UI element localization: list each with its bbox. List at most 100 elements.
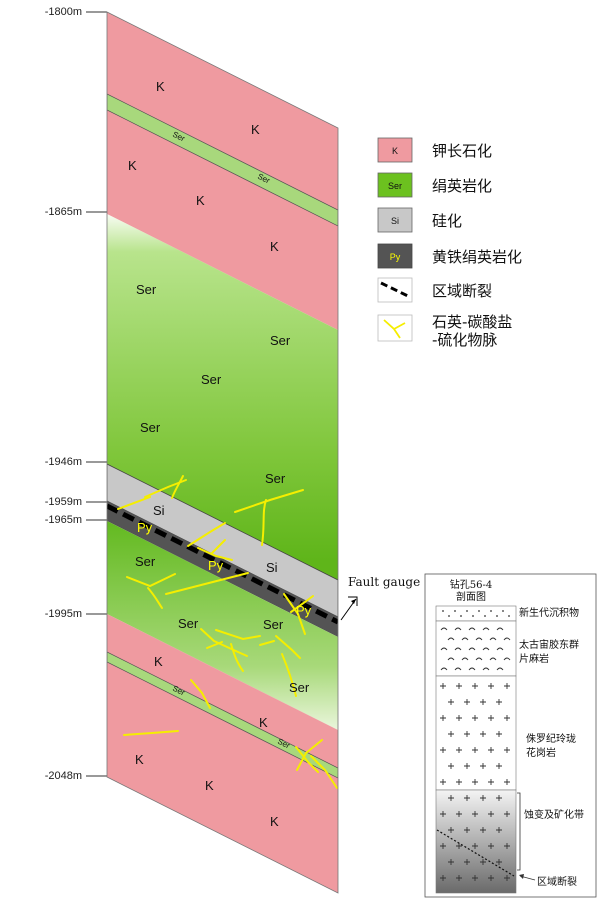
inset-label-fault: 区域断裂 [537,875,577,888]
granite-plus-mark [496,827,502,833]
veins [117,475,338,789]
si-zone [107,463,338,618]
granite-plus-mark [488,779,494,785]
legend-item-py: Py 黄铁绢英岩化 [377,243,522,269]
granite-plus-mark [440,779,446,785]
granite-plus-mark [488,811,494,817]
granite-plus-mark [464,827,470,833]
granite-plus-mark [448,795,454,801]
granite-plus-mark [488,747,494,753]
depth-label-1959: -1959m [45,496,82,508]
k-label: K [135,752,144,767]
granite-plus-mark [440,875,446,881]
granite-plus-mark [448,699,454,705]
granite-plus-mark [440,747,446,753]
k-label: K [154,654,163,669]
fault-symbol [380,281,411,299]
depth-scale: -1800m -1865m -1946m -1959m -1965m -1995… [45,6,107,782]
depth-label-1995: -1995m [45,608,82,620]
legend-label-vein-2: -硫化物脉 [432,331,497,349]
ser-label: Ser [140,420,161,435]
svg-text:K: K [392,146,398,156]
legend-swatch-k [377,137,413,163]
legend-swatch-ser [377,172,413,198]
fault-gauge-callout: Fault gauge [340,575,420,621]
zone-labels: K K K K K Ser Ser Ser Ser Ser Ser Ser Si… [128,79,312,829]
legend-label-py: 黄铁绢英岩化 [432,248,522,266]
granite-plus-mark [464,699,470,705]
legend-label-si: 硅化 [432,212,462,230]
granite-plus-mark [456,715,462,721]
k-label: K [259,715,268,730]
legend-item-vein: 石英-碳酸盐 -硫化物脉 [377,313,512,349]
svg-text:Py: Py [390,252,401,262]
granite-plus-mark [456,683,462,689]
granite-plus-mark [504,715,510,721]
depth-label-1865: -1865m [45,206,82,218]
inset-layer-granite [435,675,517,791]
inset-fault-line [436,829,515,877]
py-label: Py [296,603,312,618]
granite-plus-mark [504,875,510,881]
ser-label: Ser [201,372,222,387]
alteration-column [107,12,338,893]
granite-plus-mark [456,811,462,817]
granite-plus-mark [456,779,462,785]
svg-text:Si: Si [391,216,399,226]
granite-plus-mark [464,731,470,737]
inset-label-granite-1: 侏罗纪玲珑 [526,733,576,745]
py-label: Py [208,558,224,573]
granite-plus-mark [472,843,478,849]
ser-seam-upper [107,93,338,227]
granite-plus-mark [496,859,502,865]
si-label: Si [153,503,165,518]
granite-plus-mark [488,843,494,849]
svg-text:Ser: Ser [388,181,402,191]
py-label: Py [137,520,153,535]
ser-seam-lower [107,651,338,779]
legend: K 钾长石化 Ser 绢英岩化 Si 硅化 Py 黄铁绢英岩化 区域断裂 石英- [377,137,522,349]
granite-plus-mark [464,795,470,801]
granite-plus-mark [448,731,454,737]
si-label: Si [266,560,278,575]
granite-plus-mark [496,699,502,705]
granite-plus-mark [472,779,478,785]
granite-plus-mark [480,859,486,865]
granite-plus-mark [464,763,470,769]
granite-plus-mark [496,731,502,737]
inset-title-2: 剖面图 [456,590,486,603]
k-label: K [205,778,214,793]
ser-zone-lower [107,521,338,730]
k-label: K [270,814,279,829]
inset-label-sediment: 新生代沉积物 [519,606,579,619]
legend-label-vein-1: 石英-碳酸盐 [432,313,512,331]
ser-label: Ser [135,554,156,569]
granite-plus-mark [480,731,486,737]
granite-plus-mark [472,683,478,689]
granite-plus-mark [480,827,486,833]
granite-plus-mark [448,827,454,833]
depth-label-1965: -1965m [45,514,82,526]
inset-label-granite-2: 花岗岩 [526,746,556,759]
granite-plus-mark [496,763,502,769]
k-label: K [251,122,260,137]
inset-label-alteration: 蚀变及矿化带 [524,808,584,821]
alteration-bracket [517,792,521,871]
depth-label-1946: -1946m [45,456,82,468]
fault-line [107,503,338,625]
legend-label-k: 钾长石化 [432,142,492,160]
granite-plus-mark [504,779,510,785]
inset-layer-gneiss [435,620,517,677]
ser-label: Ser [263,617,284,632]
k-label: K [128,158,137,173]
k-label: K [270,239,279,254]
ser-label: Ser [136,282,157,297]
granite-plus-mark [480,795,486,801]
granite-plus-mark [440,715,446,721]
inset-label-gneiss-1: 太古宙胶东群 [519,638,579,651]
granite-plus-mark [504,843,510,849]
granite-plus-mark [448,859,454,865]
granite-plus-mark [504,683,510,689]
granite-plus-mark [480,699,486,705]
k-label: K [196,193,205,208]
